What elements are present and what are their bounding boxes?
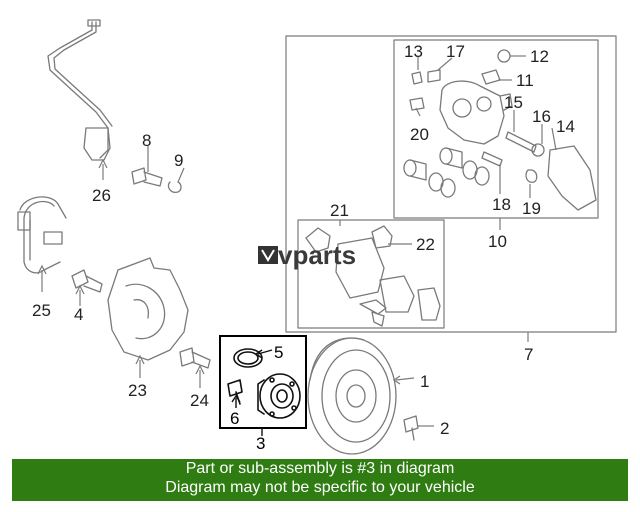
callout-4[interactable]: 4 xyxy=(74,305,83,324)
callout-17[interactable]: 17 xyxy=(446,42,465,61)
pin-part-18 xyxy=(481,151,503,167)
boot-part-16 xyxy=(531,143,545,157)
brake-pad-box xyxy=(297,219,445,329)
callout-21[interactable]: 21 xyxy=(330,201,349,220)
callout-2[interactable]: 2 xyxy=(440,419,449,438)
dust-shield-part xyxy=(107,257,189,361)
brake-pads-part xyxy=(305,225,441,327)
vparts-watermark: vparts xyxy=(258,240,356,270)
callout-26[interactable]: 26 xyxy=(92,186,111,205)
caliper-assembly-box xyxy=(285,35,617,333)
hub-bolt-part-6 xyxy=(227,379,243,405)
callout-23[interactable]: 23 xyxy=(128,381,147,400)
callout-10[interactable]: 10 xyxy=(488,232,507,251)
callout-19[interactable]: 19 xyxy=(522,199,541,218)
watermark-brand: vparts xyxy=(278,240,356,270)
abs-sensor-part xyxy=(17,196,67,274)
bolt-part-8 xyxy=(131,167,163,187)
caliper-bracket-part xyxy=(547,145,597,211)
callout-12[interactable]: 12 xyxy=(530,47,549,66)
callout-22[interactable]: 22 xyxy=(416,235,435,254)
pin-part-11 xyxy=(481,69,501,85)
caliper-subassembly-box xyxy=(393,39,599,219)
callout-3[interactable]: 3 xyxy=(256,434,265,453)
parts-diagram: vparts 1 2 3 4 5 6 7 8 9 10 11 12 13 14 … xyxy=(17,19,617,455)
bolt-part-4 xyxy=(71,269,103,293)
info-banner-line-2: Diagram may not be specific to your vehi… xyxy=(165,479,475,496)
brake-hose-part xyxy=(47,19,113,161)
callout-20[interactable]: 20 xyxy=(410,125,429,144)
callout-16[interactable]: 16 xyxy=(532,107,551,126)
callout-11[interactable]: 11 xyxy=(516,71,534,90)
bolt-part-2 xyxy=(403,415,419,441)
caliper-part xyxy=(439,80,513,145)
callout-7[interactable]: 7 xyxy=(524,345,533,364)
callout-8[interactable]: 8 xyxy=(142,131,151,150)
info-banner: Part or sub-assembly is #3 in diagram Di… xyxy=(12,459,628,501)
cap-part-12 xyxy=(497,49,511,63)
wheel-hub-part xyxy=(257,373,301,419)
bolt-part-24 xyxy=(179,347,211,369)
callout-24[interactable]: 24 xyxy=(190,391,209,410)
piston-seals-part xyxy=(403,147,490,198)
callout-15[interactable]: 15 xyxy=(504,93,523,112)
bolt-part-17 xyxy=(427,69,441,83)
clip-part-9 xyxy=(167,181,182,193)
boot-part-19 xyxy=(525,169,538,183)
callout-1[interactable]: 1 xyxy=(420,372,429,391)
bleeder-part-13 xyxy=(411,71,423,85)
info-banner-line-1: Part or sub-assembly is #3 in diagram xyxy=(185,460,455,477)
callout-14[interactable]: 14 xyxy=(556,117,575,136)
guide-pin-part-15 xyxy=(505,131,537,153)
callout-13[interactable]: 13 xyxy=(404,42,423,61)
hub-assembly-highlight[interactable] xyxy=(219,335,307,429)
brake-rotor-part xyxy=(307,337,397,455)
callout-9[interactable]: 9 xyxy=(174,151,183,170)
callout-18[interactable]: 18 xyxy=(492,195,511,214)
callout-25[interactable]: 25 xyxy=(32,301,51,320)
callout-5[interactable]: 5 xyxy=(274,343,283,362)
callout-6[interactable]: 6 xyxy=(230,409,239,428)
washer-part-20 xyxy=(409,97,425,111)
